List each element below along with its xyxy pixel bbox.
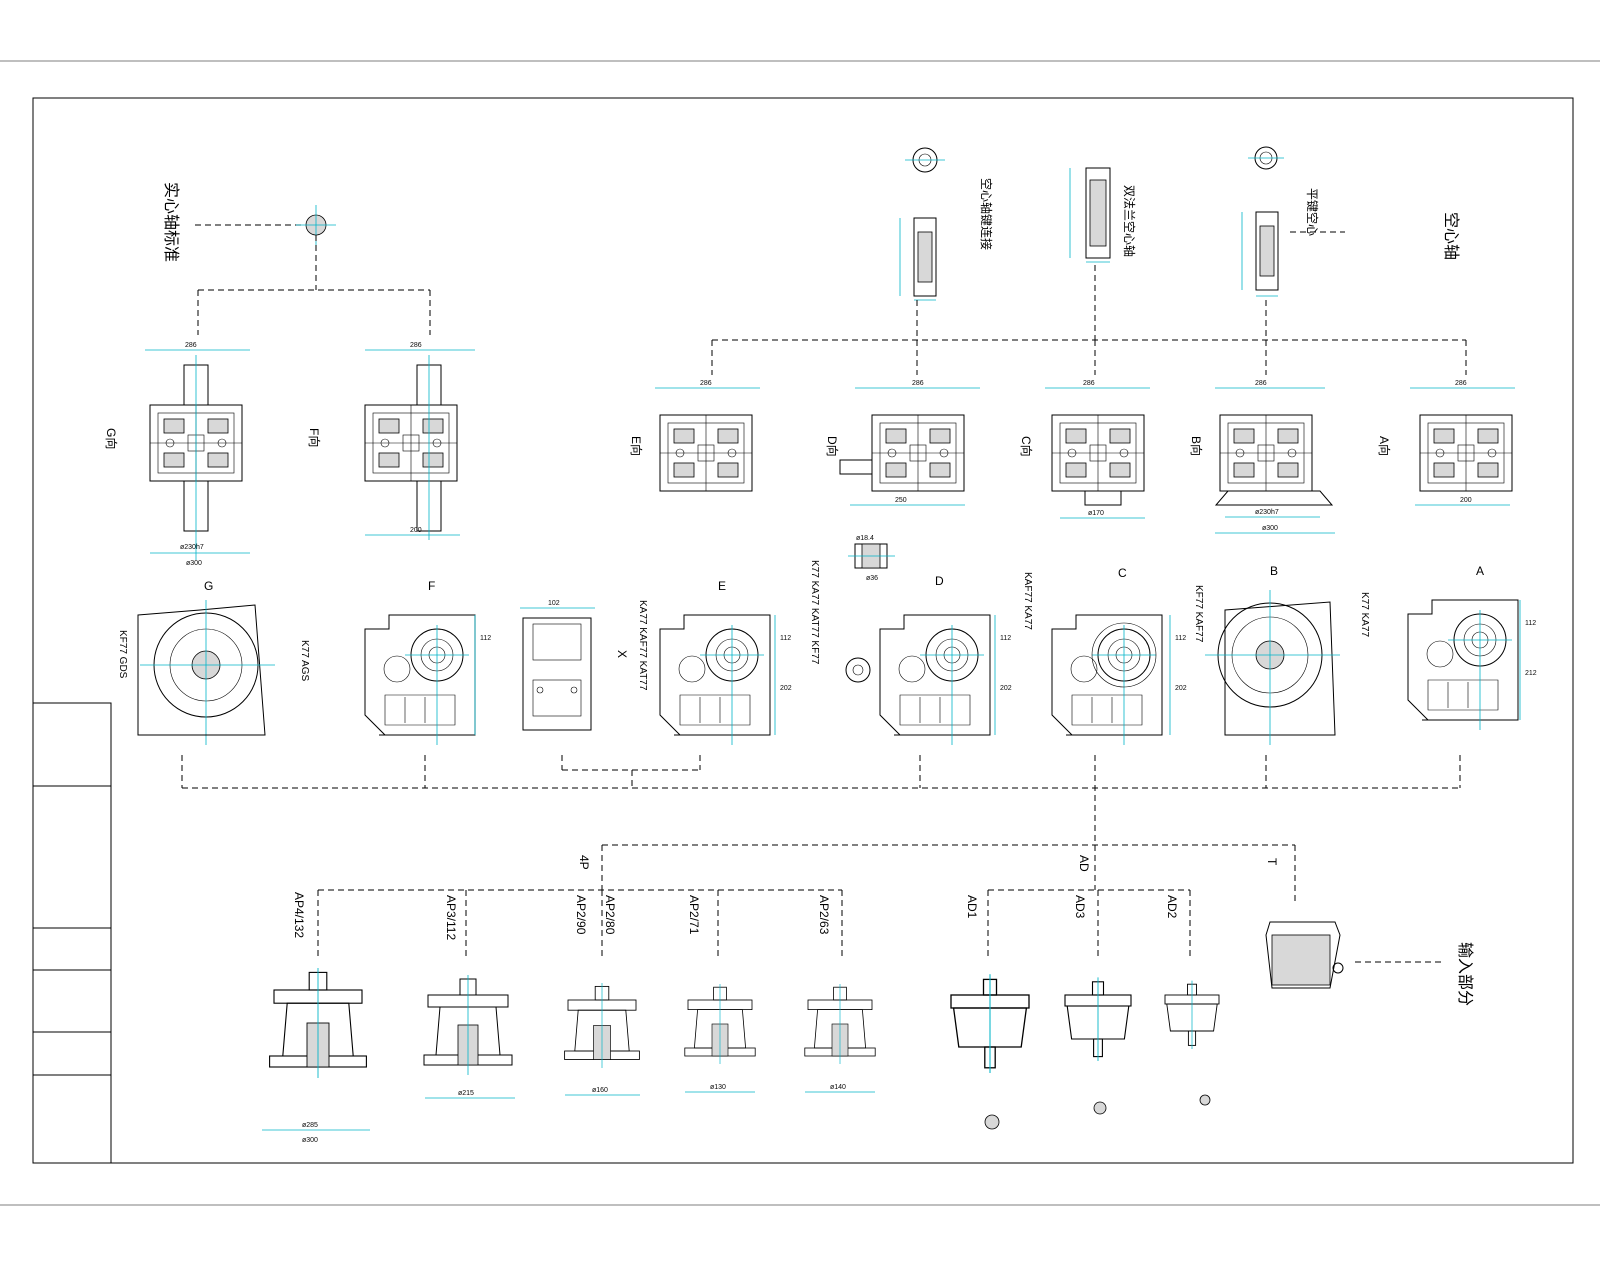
hollow-side-b-label: 双法兰空心轴 bbox=[1122, 185, 1137, 257]
ad3-label: AD3 bbox=[1073, 895, 1087, 919]
front-f-letter: F bbox=[428, 579, 435, 593]
front-c-model: KAF77 KA77 bbox=[1022, 572, 1033, 630]
hollow-shaft-label: 空心轴 bbox=[1442, 212, 1460, 260]
dim-202-e: 202 bbox=[780, 685, 792, 692]
dim-286-a: 286 bbox=[1455, 380, 1467, 387]
ap2-80-label: AP2/80 bbox=[603, 895, 617, 935]
top-view-a: 286 200 A向 bbox=[1377, 380, 1515, 506]
dim-286-e: 286 bbox=[700, 380, 712, 387]
hollow-side-c-label: 平键空心 bbox=[1305, 188, 1319, 236]
adapter-row-ad: AD1 AD3 AD2 bbox=[950, 889, 1220, 1130]
dim-112-d: 112 bbox=[1000, 635, 1011, 642]
front-e-model: KA77 KAF77 KAT77 bbox=[637, 600, 648, 691]
group-ad-label: AD bbox=[1077, 855, 1091, 872]
dim-285-ap4: ø285 bbox=[302, 1122, 318, 1129]
dim-215-ap3: ø215 bbox=[458, 1090, 474, 1097]
top-view-e: 286 E向 bbox=[629, 380, 760, 492]
title-block bbox=[32, 702, 112, 1164]
dim-286-f: 286 bbox=[410, 342, 422, 349]
front-a-model: K77 KA77 bbox=[1359, 592, 1370, 637]
dim-300-b: ø300 bbox=[1262, 525, 1278, 532]
view-d-label: D向 bbox=[825, 436, 840, 457]
dim-140-ap2-63: ø140 bbox=[830, 1084, 846, 1091]
view-b-label: B向 bbox=[1189, 436, 1204, 456]
hollow-shaft-details: 空心轴键连接 双法兰空心轴 平键空心 空心轴 bbox=[711, 146, 1467, 375]
connector-mid bbox=[181, 755, 1461, 905]
dim-230-g: ø230h7 bbox=[180, 544, 204, 551]
dim-202-c: 202 bbox=[1175, 685, 1187, 692]
front-c-letter: C bbox=[1118, 566, 1127, 580]
ad2-label: AD2 bbox=[1165, 895, 1179, 919]
front-g-model: KF77 GDS bbox=[117, 630, 128, 679]
view-f-label: F向 bbox=[307, 428, 322, 447]
dim-202-d: 202 bbox=[1000, 685, 1012, 692]
dim-18-d: ø18.4 bbox=[856, 535, 874, 542]
top-view-b: 286 ø230h7 ø300 B向 bbox=[1189, 380, 1335, 534]
view-a-label: A向 bbox=[1377, 436, 1392, 456]
dim-200-a: 200 bbox=[1460, 497, 1472, 504]
top-view-f: 286 200 F向 bbox=[307, 342, 475, 540]
front-f-model: K77 AGS bbox=[299, 640, 310, 681]
front-d-letter: D bbox=[935, 574, 944, 588]
dim-250-d: 250 bbox=[895, 497, 907, 504]
dim-200-f: 200 bbox=[410, 527, 422, 534]
front-a-letter: A bbox=[1476, 564, 1484, 578]
dim-112-e: 112 bbox=[780, 635, 791, 642]
front-view-f: 112 F K77 AGS bbox=[299, 579, 491, 746]
ap2-63-label: AP2/63 bbox=[817, 895, 831, 935]
dim-286-g: 286 bbox=[185, 342, 197, 349]
hollow-detail-d: ø18.4 ø36 bbox=[848, 535, 895, 582]
dim-286-d: 286 bbox=[912, 380, 924, 387]
dim-130-ap2-71: ø130 bbox=[710, 1084, 726, 1091]
front-e-letter: E bbox=[718, 579, 726, 593]
top-view-g: 286 ø230h7 ø300 G向 bbox=[104, 342, 250, 567]
view-e-label: E向 bbox=[629, 436, 644, 456]
top-view-d: 286 250 D向 bbox=[825, 380, 980, 506]
front-d-model: K77 KA77 KAT77 KF77 bbox=[809, 560, 820, 665]
ap4-132-label: AP4/132 bbox=[292, 892, 306, 938]
dim-112-a: 112 bbox=[1525, 620, 1536, 627]
dim-300-g: ø300 bbox=[186, 560, 202, 567]
front-view-a: 112 212 A K77 KA77 bbox=[1359, 564, 1537, 731]
front-view-e: 112 202 E KA77 KAF77 KAT77 bbox=[637, 579, 792, 746]
drawing-frame bbox=[32, 97, 1574, 1164]
dim-286-b: 286 bbox=[1255, 380, 1267, 387]
input-part-label: 输入部分 bbox=[1456, 942, 1474, 1006]
front-view-g: G KF77 GDS bbox=[117, 579, 275, 745]
ap3-112-label: AP3/112 bbox=[444, 895, 458, 940]
view-c-label: C向 bbox=[1019, 436, 1034, 457]
solid-shaft-std-label: 实心轴标准 bbox=[162, 182, 180, 262]
input-section: 输入部分 bbox=[1265, 921, 1474, 1006]
dim-102-x: 102 bbox=[548, 600, 560, 607]
dim-160-ap2-90: ø160 bbox=[592, 1087, 608, 1094]
dim-230-b: ø230h7 bbox=[1255, 509, 1279, 516]
front-view-d: 112 202 D K77 KA77 KAT77 KF77 bbox=[809, 560, 1012, 746]
group-t-label: T bbox=[1265, 858, 1279, 866]
dim-286-c: 286 bbox=[1083, 380, 1095, 387]
solid-shaft-detail: 实心轴标准 bbox=[162, 182, 431, 335]
front-view-x: 102 X bbox=[520, 600, 629, 731]
adapter-row-ap: AP4/132 AP3/112 AP2/90 AP2/80 AP2/71 AP2… bbox=[262, 889, 876, 1144]
front-x-letter: X bbox=[615, 650, 629, 658]
front-view-c: 112 202 C KAF77 KA77 bbox=[1022, 566, 1187, 746]
dim-112-f: 112 bbox=[480, 635, 491, 642]
dim-300-ap4: ø300 bbox=[302, 1137, 318, 1144]
top-view-c: 286 ø170 C向 bbox=[1019, 380, 1150, 519]
front-b-letter: B bbox=[1270, 564, 1278, 578]
dim-112-c: 112 bbox=[1175, 635, 1186, 642]
front-g-letter: G bbox=[204, 579, 213, 593]
dim-36-d: ø36 bbox=[866, 575, 878, 582]
front-b-model: KF77 KAF77 bbox=[1193, 585, 1204, 643]
front-view-b: B KF77 KAF77 bbox=[1193, 564, 1340, 745]
dim-170-c: ø170 bbox=[1088, 510, 1104, 517]
group-4p-label: 4P bbox=[577, 855, 591, 870]
view-g-label: G向 bbox=[104, 428, 119, 449]
ap2-90-label: AP2/90 bbox=[574, 895, 588, 935]
ap2-71-label: AP2/71 bbox=[687, 895, 701, 935]
hollow-side-a-label: 空心轴键连接 bbox=[979, 178, 994, 250]
ad1-label: AD1 bbox=[965, 895, 979, 919]
dim-212-a: 212 bbox=[1525, 670, 1537, 677]
